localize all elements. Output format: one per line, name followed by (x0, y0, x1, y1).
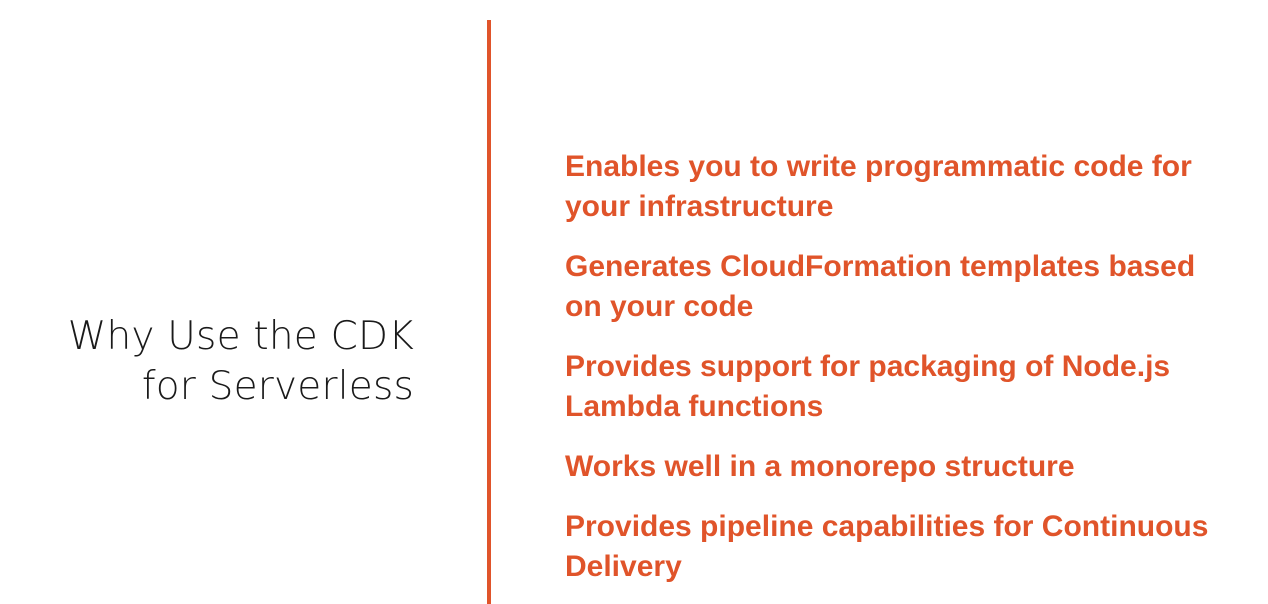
bullet-item: Generates CloudFormation templates based… (565, 250, 1196, 323)
bullet-list: Enables you to write programmatic code f… (565, 147, 1265, 604)
bullet-item: Enables you to write programmatic code f… (565, 150, 1192, 223)
vertical-divider (487, 20, 491, 604)
bullet-item: Provides support for packaging of Node.j… (565, 350, 1171, 423)
bullet-item: Provides pipeline capabilities for Conti… (565, 510, 1209, 583)
slide-title-line-2: for Serverless (141, 364, 414, 409)
bullet-item: Works well in a monorepo structure (565, 450, 1075, 483)
slide-title: Why Use the CDK for Serverless (0, 312, 414, 412)
slide-title-line-1: Why Use the CDK (67, 314, 414, 359)
